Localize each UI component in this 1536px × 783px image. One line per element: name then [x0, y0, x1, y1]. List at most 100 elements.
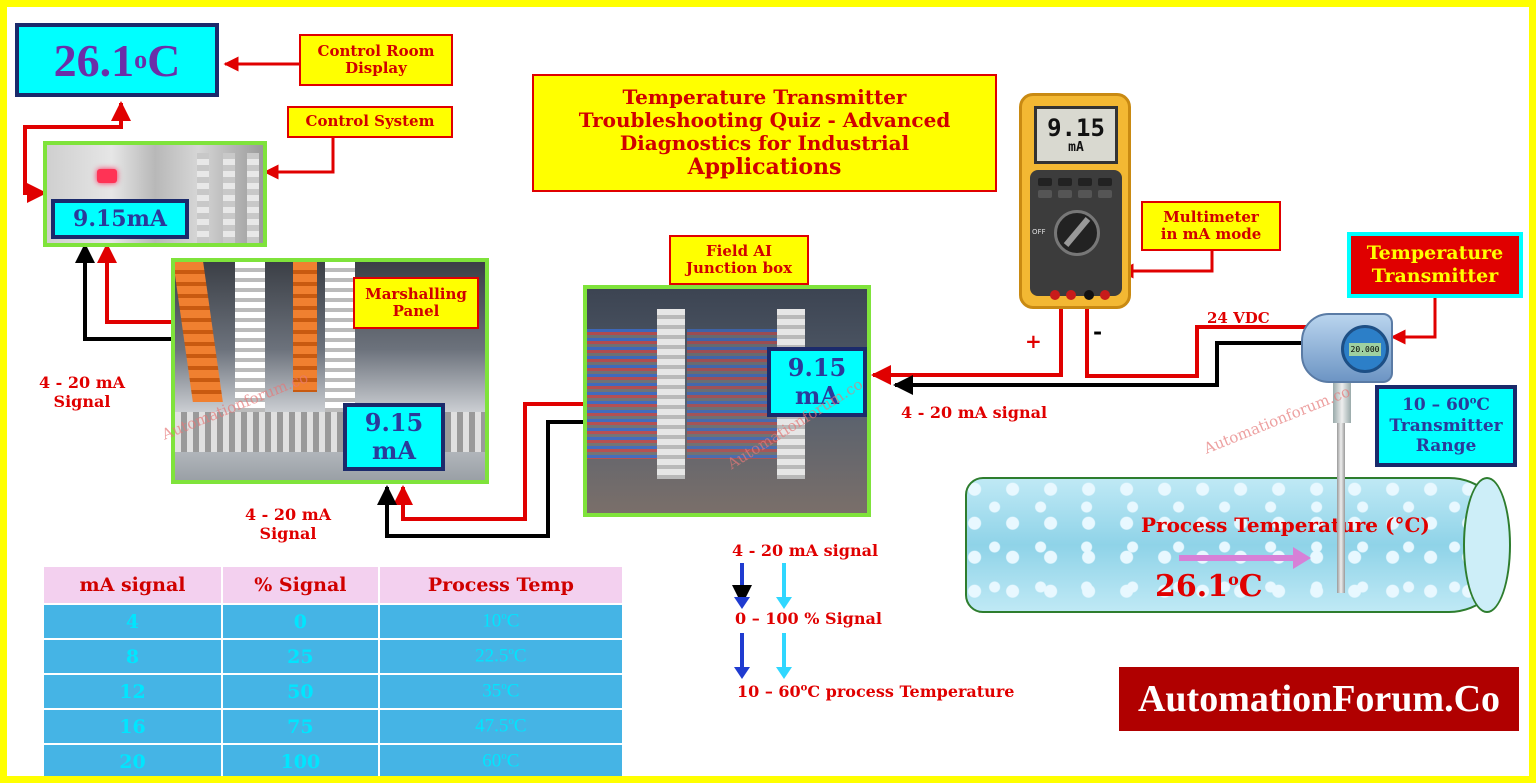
cell-ma: 16: [41, 708, 224, 745]
cell-temp: 35oC: [377, 673, 625, 710]
marshalling-signal-unit: mA: [371, 436, 416, 465]
conversion-arrow-2a-head: [734, 667, 750, 679]
conversion-step-1: 4 - 20 mA signal: [732, 541, 879, 560]
range-degree: o: [1469, 395, 1477, 407]
table-header-row: mA signal % Signal Process Temp: [41, 565, 625, 605]
meter-minus-wire: [1085, 301, 1307, 378]
transmitter-neck: [1333, 383, 1351, 423]
cell-percent: 50: [221, 673, 380, 710]
cell-ma: 20: [41, 743, 224, 776]
temp-degree: o: [508, 715, 514, 728]
terminal-strip: [175, 262, 223, 402]
jb-red-wire: [393, 402, 585, 521]
meter-key[interactable]: [1078, 178, 1092, 186]
control-system-label: Control System: [287, 106, 453, 138]
cell-ma: 4: [41, 603, 224, 640]
title-line-4: Applications: [687, 153, 842, 180]
header-temp: Process Temp: [377, 565, 625, 605]
table-row: 12 50 35oC: [41, 673, 625, 710]
temp-unit: C: [506, 750, 520, 772]
multimeter-face: OFF: [1030, 170, 1122, 296]
transmitter-lcd: 20.000: [1348, 342, 1382, 356]
plus-sign: +: [1025, 329, 1042, 353]
thermowell-probe: [1337, 423, 1345, 593]
temp-unit: C: [513, 645, 527, 667]
terminal-strip: [235, 262, 265, 412]
junction-box-label: Field AI Junction box: [669, 235, 809, 285]
control-system-signal: 9.15mA: [51, 199, 189, 239]
process-degree: o: [1228, 570, 1239, 589]
display-unit: C: [147, 34, 181, 86]
process-pipe: [965, 477, 1511, 613]
title-line-3: Diagnostics for Industrial: [619, 130, 910, 155]
signal-label-bottom: 4 - 20 mA Signal: [244, 505, 332, 544]
temp-value: 60: [482, 750, 502, 772]
range-value: 10 – 60: [1402, 395, 1470, 416]
jack-com[interactable]: [1084, 290, 1094, 300]
meter-key[interactable]: [1078, 190, 1092, 198]
temp-unit: C: [506, 610, 520, 632]
marshalling-signal: 9.15 mA: [343, 403, 445, 471]
multimeter-reading: 9.15: [1047, 113, 1105, 142]
jb-signal-unit: mA: [794, 381, 839, 410]
jack-v[interactable]: [1100, 290, 1110, 300]
marshalling-signal-value: 9.15: [364, 408, 424, 438]
table-row: 16 75 47.5oC: [41, 708, 625, 745]
terminal-strip: [293, 262, 317, 392]
cell-temp: 60oC: [377, 743, 625, 776]
transmitter-lcd-bezel: 20.000: [1341, 325, 1389, 373]
cell-ma: 12: [41, 673, 224, 710]
meter-plus-wire: [871, 301, 1063, 385]
cell-percent: 75: [221, 708, 380, 745]
cell-temp: 10oC: [377, 603, 625, 640]
header-ma: mA signal: [41, 565, 224, 605]
terminal-strip: [325, 262, 355, 412]
field-wires: [587, 329, 657, 459]
table-row: 8 25 22.5oC: [41, 638, 625, 675]
jack-ma[interactable]: [1050, 290, 1060, 300]
multimeter-unit: mA: [1068, 139, 1084, 155]
temp-degree: o: [508, 645, 514, 658]
rotary-dial[interactable]: [1054, 210, 1100, 256]
cell-ma: 8: [41, 638, 224, 675]
temp-degree: o: [501, 750, 507, 763]
title-line-1: Temperature Transmitter: [622, 84, 907, 109]
process-value: 26.1oC: [1155, 569, 1263, 605]
junction-box-signal: 9.15 mA: [767, 347, 867, 417]
meter-key[interactable]: [1058, 190, 1072, 198]
multimeter-label-arrow: [1118, 251, 1214, 279]
cell-percent: 100: [221, 743, 380, 776]
field-wires: [687, 329, 777, 459]
transmitter-label: Temperature Transmitter: [1347, 232, 1523, 298]
meter-key[interactable]: [1098, 178, 1112, 186]
conversion-range: 10 – 60: [737, 682, 801, 701]
multimeter-screen: 9.15 mA: [1034, 106, 1118, 164]
meter-key[interactable]: [1098, 190, 1112, 198]
transmitter-range: 10 – 60oC Transmitter Range: [1375, 385, 1517, 467]
meter-key[interactable]: [1038, 178, 1052, 186]
io-module: [247, 153, 259, 243]
process-title: Process Temperature (°C): [1141, 513, 1430, 537]
io-module: [223, 153, 235, 243]
meter-off-label: OFF: [1032, 228, 1046, 236]
meter-key[interactable]: [1058, 178, 1072, 186]
meter-key[interactable]: [1038, 190, 1052, 198]
marshalling-panel-label: Marshalling Panel: [353, 277, 479, 329]
multimeter: 9.15 mA OFF: [1019, 93, 1131, 309]
process-value-number: 26.1: [1155, 569, 1229, 604]
transmitter-black-wire: [893, 341, 1307, 395]
cell-percent: 25: [221, 638, 380, 675]
range-text: Transmitter Range: [1389, 415, 1503, 457]
temp-value: 10: [482, 610, 502, 632]
title-box: Temperature Transmitter Troubleshooting …: [532, 74, 997, 192]
cell-percent: 0: [221, 603, 380, 640]
control-system-label-arrow: [263, 138, 335, 180]
jack-a[interactable]: [1066, 290, 1076, 300]
temp-value: 47.5: [475, 715, 509, 737]
display-degree: o: [134, 45, 148, 74]
jb-signal-value: 9.15: [787, 353, 847, 383]
signal-label-left: 4 - 20 mA Signal: [38, 373, 126, 412]
table-row: 20 100 60oC: [41, 743, 625, 776]
signal-label-right: 4 - 20 mA signal: [901, 403, 1048, 422]
